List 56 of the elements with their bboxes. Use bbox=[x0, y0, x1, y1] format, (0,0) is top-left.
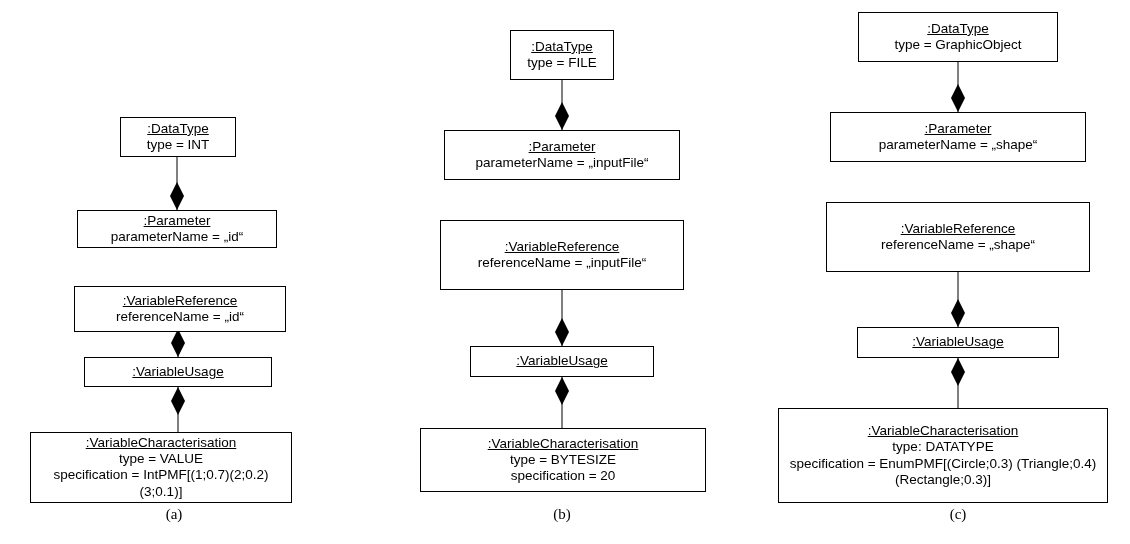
object-name: :VariableUsage bbox=[132, 363, 224, 381]
attribute-text: type = VALUE bbox=[118, 451, 204, 468]
attribute-text: referenceName = „inputFile“ bbox=[477, 255, 647, 272]
attribute-text: type: DATATYPE bbox=[892, 439, 994, 456]
object-name: :DataType bbox=[147, 120, 209, 137]
subfigure-label: (b) bbox=[553, 506, 571, 523]
object-name: :Parameter bbox=[924, 120, 992, 137]
object-box bbox=[444, 130, 680, 180]
object-name: :VariableUsage bbox=[912, 334, 1004, 351]
object-box bbox=[30, 432, 292, 503]
object-name: :VariableReference bbox=[122, 292, 238, 309]
object-box bbox=[84, 357, 272, 387]
attribute-text: type = INT bbox=[146, 137, 210, 154]
attribute-text: parameterName = „shape“ bbox=[878, 137, 1038, 154]
subfigure-label: (a) bbox=[165, 506, 183, 523]
attribute-text: specification = EnumPMF[(Circle;0.3) (Triangle;0.4)(Rectangle;0.3)] bbox=[788, 455, 1098, 488]
object-box bbox=[74, 286, 286, 332]
object-box bbox=[120, 117, 236, 157]
object-name: :DataType bbox=[531, 38, 593, 55]
object-name: :VariableCharacterisation bbox=[867, 423, 1019, 440]
composition-connector bbox=[951, 271, 965, 328]
composition-connector bbox=[555, 376, 569, 429]
composition-connector bbox=[170, 156, 184, 211]
object-box bbox=[420, 428, 706, 492]
object-name: :VariableUsage bbox=[516, 353, 608, 370]
composition-connector bbox=[951, 357, 965, 409]
attribute-text: type = GraphicObject bbox=[894, 37, 1022, 54]
object-box bbox=[857, 327, 1059, 358]
object-name: :VariableCharacterisation bbox=[487, 435, 639, 452]
object-box bbox=[510, 30, 614, 80]
object-box bbox=[77, 210, 277, 249]
object-box bbox=[858, 12, 1058, 62]
object-box bbox=[830, 112, 1086, 162]
attribute-text: type = BYTESIZE bbox=[509, 451, 617, 469]
attribute-text: referenceName = „id“ bbox=[116, 309, 244, 326]
composition-connector bbox=[555, 289, 569, 347]
attribute-text: specification = IntPMF[(1;0.7)(2;0.2)(3;0.1)] bbox=[52, 467, 270, 500]
object-box bbox=[826, 202, 1090, 272]
object-name: :VariableCharacterisation bbox=[85, 435, 237, 452]
attribute-text: specification = 20 bbox=[510, 468, 616, 485]
composition-connector bbox=[555, 79, 569, 131]
object-box bbox=[470, 346, 654, 377]
attribute-text: parameterName = „id“ bbox=[110, 229, 244, 246]
composition-connector bbox=[171, 386, 185, 433]
attribute-text: referenceName = „shape“ bbox=[880, 237, 1036, 254]
attribute-text: parameterName = „inputFile“ bbox=[475, 155, 649, 172]
object-name: :Parameter bbox=[528, 138, 596, 155]
object-name: :Parameter bbox=[143, 213, 211, 230]
object-box bbox=[440, 220, 684, 290]
composition-connector bbox=[951, 61, 965, 113]
object-name: :VariableReference bbox=[504, 238, 620, 255]
attribute-text: type = FILE bbox=[527, 55, 597, 72]
object-name: :VariableReference bbox=[900, 220, 1016, 237]
subfigure-label: (c) bbox=[949, 506, 967, 523]
object-box bbox=[778, 408, 1108, 503]
object-name: :DataType bbox=[927, 20, 989, 37]
